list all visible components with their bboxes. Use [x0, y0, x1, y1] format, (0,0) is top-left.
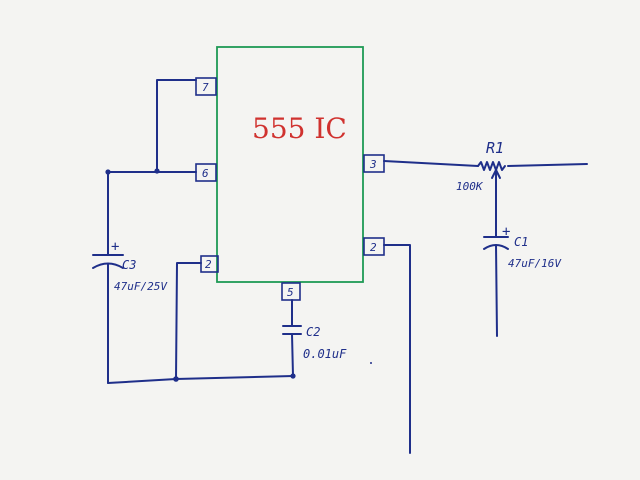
- wire-pin7-loop: [156, 79, 197, 173]
- c1-polarity: +: [502, 224, 510, 240]
- pin-2-right-box: [363, 237, 385, 256]
- wire-pin3: [383, 160, 479, 167]
- wire-pin2-left: [175, 262, 202, 380]
- pin-3-box: [363, 154, 385, 173]
- wire-c2-bottom: [291, 333, 294, 377]
- pin-7-label: 7: [202, 81, 209, 94]
- c3-polarity: +: [111, 239, 119, 255]
- ic-title: 555 IC: [252, 112, 347, 145]
- pin-5-label: 5: [287, 286, 294, 299]
- c1-name: C1: [514, 235, 528, 249]
- wire-bottom-left: [107, 378, 177, 384]
- wire-pin2-right: [383, 244, 411, 454]
- wire-bottom-right: [175, 375, 294, 380]
- c2-name: C2: [306, 325, 320, 339]
- pin-7-box: [195, 77, 217, 96]
- c2-value: 0.01uF: [303, 347, 347, 361]
- pin-2-left-label: 2: [205, 258, 212, 271]
- wire-c1-bottom: [495, 244, 498, 337]
- r1-name: R1: [486, 139, 504, 157]
- c1-value: 47uF/16V: [508, 257, 562, 270]
- pin-6-label: 6: [202, 167, 209, 180]
- pin-3-label: 3: [369, 158, 377, 171]
- stray-dot: [370, 362, 372, 364]
- r1-wiper-arrow: [491, 169, 501, 179]
- pin-2-right-label: 2: [370, 241, 377, 254]
- r1-resistor: [477, 161, 506, 171]
- c3-name: C3: [122, 258, 136, 272]
- wire-r1-out: [507, 163, 588, 167]
- ic-555-body: [216, 46, 364, 283]
- c3-value: 47uF/25V: [114, 280, 168, 293]
- junction-pin7-pin6: [154, 168, 160, 174]
- r1-value: 100K: [456, 180, 484, 193]
